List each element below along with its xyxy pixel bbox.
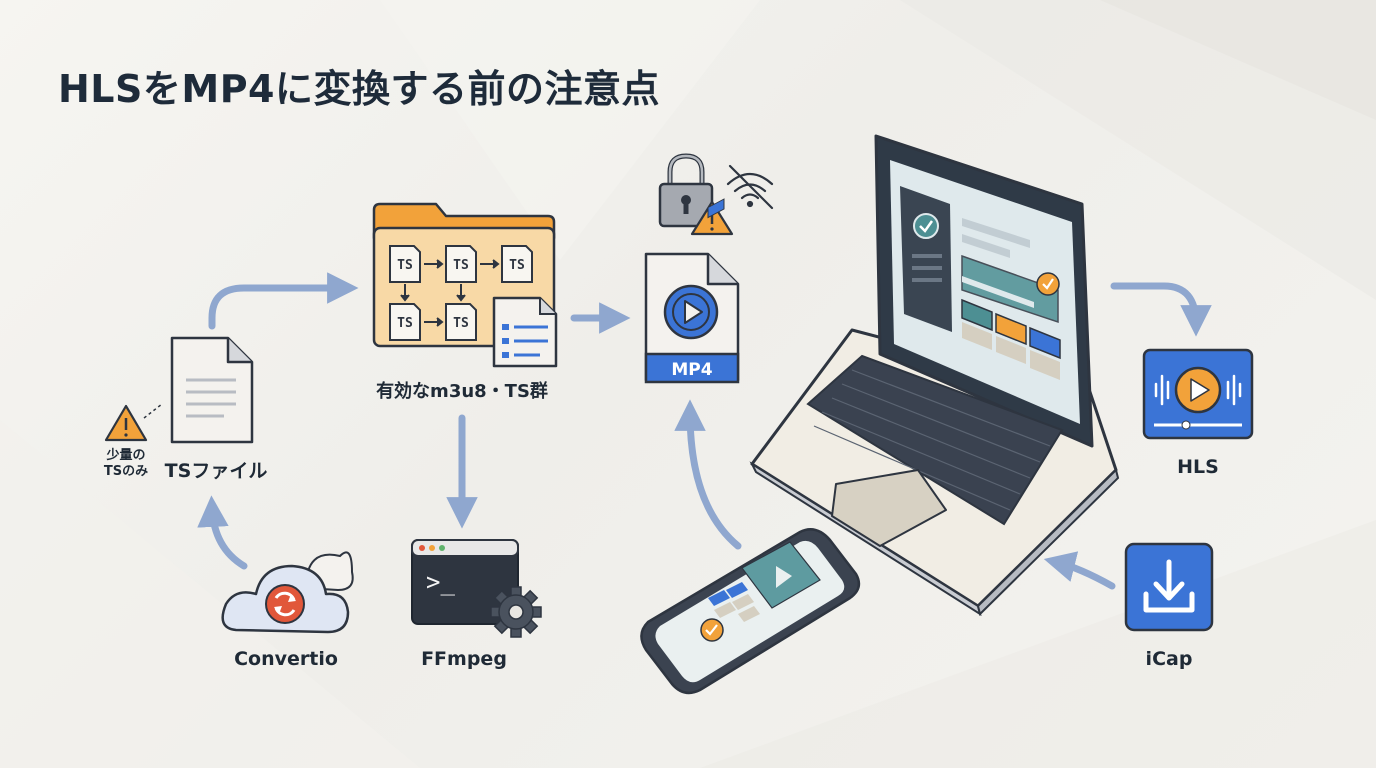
warning-icon — [104, 403, 163, 442]
ts-file-label: TSファイル — [164, 460, 268, 482]
page-title: HLSをMP4に変換する前の注意点 — [58, 67, 660, 111]
laptop-icon — [749, 134, 1120, 617]
ts-segments: TS TS TS TS TS — [389, 245, 533, 341]
play-icon — [663, 284, 719, 340]
hls-app-icon — [1142, 348, 1254, 440]
ts-segment-label: TS — [397, 258, 413, 273]
mp4-badge-label: MP4 — [671, 360, 712, 380]
ts-segment-label: TS — [453, 316, 469, 331]
ts-segment-label: TS — [453, 258, 469, 273]
arrow-ts-to-m3u8 — [208, 272, 359, 330]
icap-label: iCap — [1145, 648, 1193, 670]
download-icon — [1124, 542, 1214, 632]
terminal-icon: >_ — [411, 539, 519, 625]
terminal-prompt: >_ — [426, 568, 455, 596]
audio-wave-icon — [1154, 374, 1242, 406]
arrow-laptop-to-hls — [1110, 282, 1212, 337]
m3u8-ts-label: 有効なm3u8・TS群 — [376, 381, 548, 402]
small-ts-note: 少量の TSのみ — [98, 448, 154, 480]
lock-icon — [658, 153, 714, 228]
refresh-icon — [265, 584, 305, 624]
smartphone-icon — [640, 198, 861, 695]
playlist-document-icon — [492, 296, 558, 368]
small-ts-note-text: 少量の TSのみ — [103, 448, 149, 479]
ts-segment-label: TS — [397, 316, 413, 331]
ts-segment-label: TS — [509, 258, 525, 273]
convertio-label: Convertio — [234, 648, 338, 670]
document-icon — [170, 336, 254, 444]
hls-label: HLS — [1177, 456, 1219, 478]
arrow-convertio-to-ts — [197, 495, 248, 570]
ffmpeg-label: FFmpeg — [421, 648, 507, 670]
arrow-icap-to-laptop — [1043, 551, 1116, 590]
gear-icon — [490, 586, 542, 638]
no-wifi-icon — [726, 164, 774, 210]
flow-arrows — [197, 272, 1212, 590]
arrow-phone-to-mp4 — [674, 399, 742, 550]
